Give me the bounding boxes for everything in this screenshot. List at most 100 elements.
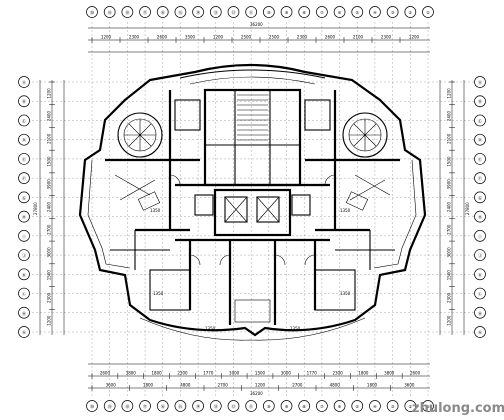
axis-bubble: ⑰ [139, 400, 151, 412]
dimension-label: 2400 [447, 111, 452, 122]
axis-bubble: Ⓔ [18, 153, 30, 165]
axis-bubble: ⑩ [262, 6, 275, 18]
axis-label: Ⓖ [22, 194, 26, 200]
axis-bubble: Ⓜ [18, 306, 30, 319]
dimension-label: 2300 [297, 35, 308, 40]
room-label: 1350 [153, 291, 164, 296]
axis-bubble: Ⓘ [18, 229, 30, 242]
dimension-label: 2300 [177, 371, 188, 376]
axis-bubble: ⑥ [333, 400, 346, 412]
axis-bubble: Ⓐ [18, 76, 30, 88]
axis-label: ⑲ [108, 9, 112, 15]
axis-label: ⑭ [196, 403, 200, 409]
axis-bubble: ⑩ [262, 400, 275, 412]
room-label: 1350 [290, 326, 301, 331]
axis-label: ④ [373, 404, 377, 409]
axis-bubble: ⑦ [316, 400, 328, 412]
dimension-label: 1500 [447, 270, 452, 281]
room-label: 1350 [340, 291, 351, 296]
axis-label: ⑳ [90, 403, 94, 409]
axis-bubble: ⑯ [156, 6, 169, 18]
axis-bubble: ⑭ [192, 400, 204, 412]
axis-bubble: ⑧ [298, 6, 311, 18]
axis-bubble: ① [422, 6, 434, 18]
axis-bubble: ③ [386, 6, 399, 18]
axis-label: Ⓒ [478, 117, 482, 123]
dimension-label: 2300 [332, 371, 343, 376]
axis-label: ⑬ [214, 9, 218, 15]
axis-label: Ⓕ [478, 175, 482, 181]
dimension-label: 2700 [292, 383, 303, 388]
top-overall-dimension: 36200 [250, 22, 263, 27]
axis-label: ⑩ [267, 10, 271, 15]
axis-bubble: ⑤ [351, 400, 364, 412]
axis-bubble: Ⓖ [474, 191, 486, 204]
axis-bubble: Ⓗ [18, 210, 30, 223]
axis-label: ⑥ [338, 404, 342, 409]
dimension-label: 1800 [358, 371, 369, 376]
dimension-label: 2300 [381, 35, 392, 40]
axis-bubble: ⑦ [316, 6, 328, 18]
axis-bubble: Ⓙ [474, 249, 486, 261]
dimension-label: 2600 [100, 371, 111, 376]
axis-bubble: ⑤ [351, 6, 364, 18]
axis-bubble: Ⓕ [474, 172, 486, 185]
axis-label: Ⓘ [478, 233, 482, 239]
axis-bubble: Ⓝ [474, 326, 486, 338]
dimension-label: 1200 [213, 35, 224, 40]
axis-bubble: ⑱ [121, 6, 134, 18]
axis-bubble: ④ [369, 400, 381, 412]
axis-bubble: ⑮ [174, 400, 187, 412]
dimension-label: 2700 [447, 224, 452, 235]
dimension-label: 3800 [126, 371, 137, 376]
room-label: 1350 [340, 208, 351, 213]
axis-label: ⑲ [108, 403, 112, 409]
axis-bubble: Ⓑ [18, 95, 30, 108]
axis-label: ⑥ [338, 10, 342, 15]
axis-bubble: Ⓓ [474, 133, 486, 146]
axis-bubble: ⑨ [280, 6, 293, 18]
dimension-label: 2600 [325, 35, 336, 40]
axis-bubble: Ⓙ [18, 249, 30, 261]
axis-label: Ⓜ [22, 310, 26, 316]
left-dimension-chain: 1200240021001500390024002700300015002300… [33, 80, 65, 335]
dimension-label: 1500 [447, 156, 452, 167]
axis-bubble: Ⓔ [474, 153, 486, 165]
dimension-label: 2100 [447, 133, 452, 144]
axis-bubble: Ⓛ [18, 287, 30, 300]
axis-label: Ⓑ [22, 98, 26, 104]
dimension-label: 2100 [47, 133, 52, 144]
axis-label: Ⓓ [478, 137, 482, 143]
axis-bubble: Ⓜ [474, 306, 486, 319]
axis-bubble: ③ [386, 400, 399, 412]
axis-bubble: Ⓝ [18, 326, 30, 338]
axis-bubble: ⑰ [139, 6, 151, 18]
axis-label: ⑱ [125, 403, 129, 409]
axis-bubble: ⑲ [103, 400, 116, 412]
axis-label: Ⓘ [22, 233, 26, 239]
axis-bubble: ② [404, 6, 417, 18]
axis-label: Ⓑ [478, 98, 482, 104]
axis-bubble: ⑧ [298, 400, 311, 412]
dimension-label: 3000 [281, 371, 292, 376]
axis-label: Ⓚ [22, 271, 26, 277]
dimension-label: 3600 [106, 383, 117, 388]
dimension-label: 2400 [447, 201, 452, 212]
dimension-label: 1200 [101, 35, 112, 40]
dimension-label: 2500 [241, 35, 252, 40]
axis-bubble: Ⓚ [18, 268, 30, 281]
axis-label: ⑱ [125, 9, 129, 15]
watermark: zhulong.com [412, 401, 504, 416]
axis-bubble: Ⓗ [474, 210, 486, 223]
right-dimension-chain: 1200240021001500390024002700300015002300… [439, 80, 470, 335]
dimension-label: 1200 [409, 35, 420, 40]
axis-label: Ⓐ [478, 79, 482, 85]
axis-bubble: ⑥ [333, 6, 346, 18]
axis-label: ⑪ [249, 9, 253, 15]
dimension-label: 4800 [330, 383, 341, 388]
dimension-label: 2700 [218, 383, 229, 388]
